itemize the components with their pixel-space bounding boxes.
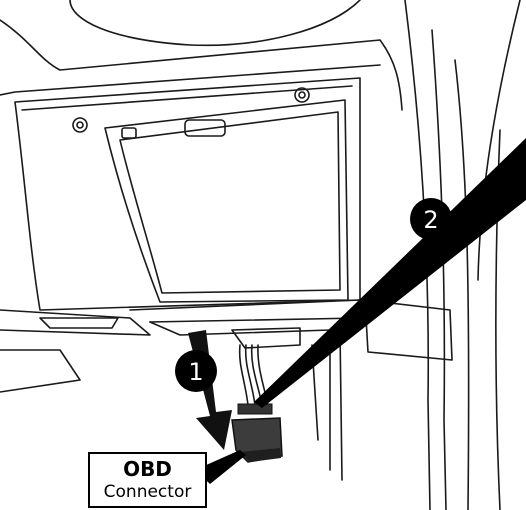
pillar-3 bbox=[455, 60, 469, 510]
lower-panel bbox=[15, 78, 360, 310]
pointer-wedge-2 bbox=[254, 138, 526, 408]
screw-right-inner bbox=[299, 92, 305, 98]
side-edge-left bbox=[0, 350, 80, 392]
obd-connector-label: OBD Connector bbox=[88, 452, 207, 508]
knee-trim bbox=[0, 310, 150, 335]
callout-1-number: 1 bbox=[188, 358, 203, 386]
callout-2: 2 bbox=[410, 198, 452, 240]
access-cover-outer bbox=[105, 100, 348, 302]
dash-top-curve bbox=[70, 0, 360, 45]
wire-harness-1 bbox=[240, 345, 248, 405]
access-cover-inner bbox=[120, 112, 340, 293]
callout-1: 1 bbox=[175, 350, 217, 392]
screw-left bbox=[73, 118, 87, 132]
callout-2-number: 2 bbox=[423, 206, 438, 234]
label-subtitle: Connector bbox=[90, 481, 205, 503]
screw-left-inner bbox=[77, 122, 83, 128]
cover-clip bbox=[122, 128, 136, 138]
knee-trim-slot bbox=[40, 318, 118, 328]
label-title: OBD bbox=[90, 457, 205, 481]
